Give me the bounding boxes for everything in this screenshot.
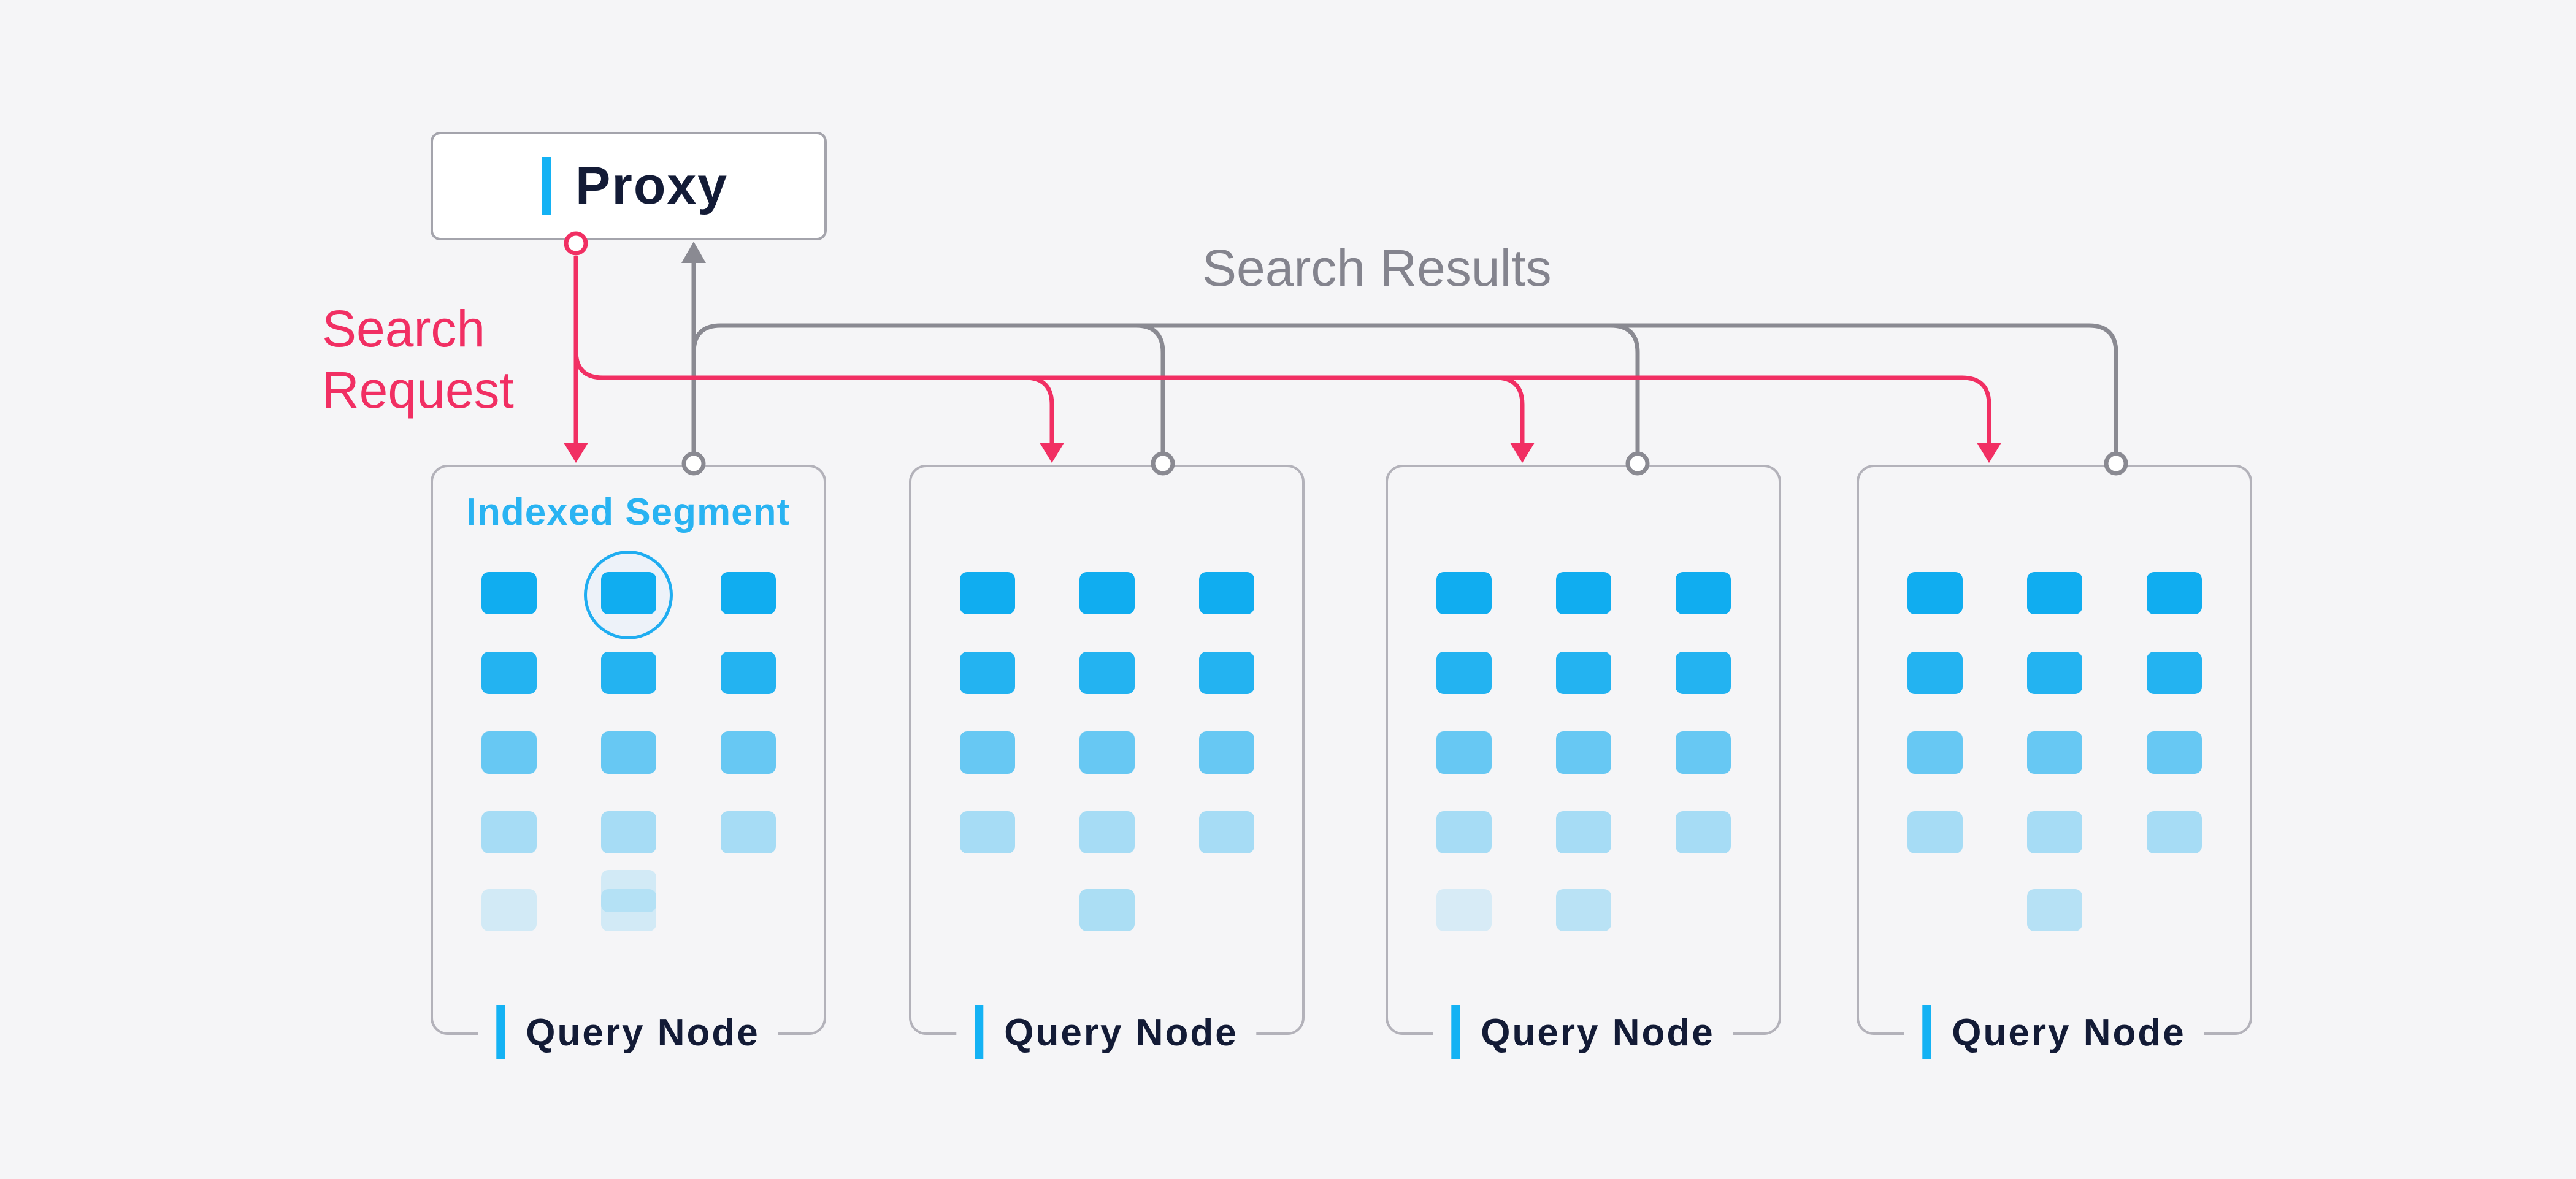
segment-square — [1436, 652, 1492, 694]
accent-bar-icon — [542, 157, 551, 215]
arrow-down-icon — [1040, 443, 1064, 463]
request-line — [573, 350, 1991, 443]
arrow-down-icon — [564, 443, 588, 463]
segment-square — [1079, 731, 1135, 774]
arrow-up-icon — [681, 242, 706, 263]
query-node-label-3: Query Node — [1433, 1005, 1733, 1059]
segment-square — [959, 572, 1015, 614]
request-line — [1024, 375, 1054, 443]
segment-square — [1675, 731, 1731, 774]
results-line — [1135, 323, 1165, 454]
segment-square — [959, 811, 1015, 853]
query-node-label-2: Query Node — [956, 1005, 1257, 1059]
segment-square — [720, 731, 776, 774]
segment-square — [600, 811, 656, 853]
search-request-caption: Search Request — [322, 300, 514, 419]
segment-square — [1079, 811, 1135, 853]
results-line — [1610, 323, 1640, 454]
segment-square — [2146, 731, 2202, 774]
segment-square — [1675, 572, 1731, 614]
segment-square — [1555, 652, 1611, 694]
proxy-label: Proxy — [575, 156, 729, 215]
segment-square — [1079, 572, 1135, 614]
segment-square — [481, 811, 537, 853]
segment-square — [1436, 889, 1492, 931]
segment-square — [1079, 889, 1135, 931]
accent-bar-icon — [496, 1005, 505, 1059]
segment-square — [2026, 889, 2082, 931]
segment-square — [1555, 889, 1611, 931]
segment-square — [1555, 572, 1611, 614]
segment-square — [1198, 572, 1254, 614]
request-line — [1495, 375, 1525, 443]
accent-bar-icon — [1451, 1005, 1460, 1059]
segment-square — [481, 731, 537, 774]
segment-square — [1198, 731, 1254, 774]
segment-square — [1555, 811, 1611, 853]
segment-square — [1675, 811, 1731, 853]
segment-square — [959, 731, 1015, 774]
segment-square — [600, 731, 656, 774]
segment-square — [1436, 572, 1492, 614]
segment-square — [1907, 731, 1963, 774]
accent-bar-icon — [1922, 1005, 1931, 1059]
segment-square — [1907, 652, 1963, 694]
arrow-down-icon — [1510, 443, 1535, 463]
query-node-label-1: Query Node — [478, 1005, 778, 1059]
segment-square — [1436, 731, 1492, 774]
segment-square — [720, 572, 776, 614]
segment-square — [720, 811, 776, 853]
arrow-down-icon — [1977, 443, 2001, 463]
segment-square — [959, 652, 1015, 694]
segment-square — [600, 889, 656, 931]
indexed-segment-label: Indexed Segment — [466, 491, 791, 533]
segment-square — [2026, 731, 2082, 774]
segment-square — [481, 889, 537, 931]
segment-square — [600, 572, 656, 614]
segment-square — [1907, 811, 1963, 853]
segment-square — [2026, 811, 2082, 853]
segment-square — [2146, 572, 2202, 614]
segment-square — [2146, 811, 2202, 853]
segment-square — [600, 652, 656, 694]
segment-square — [2026, 652, 2082, 694]
segment-square — [1675, 652, 1731, 694]
segment-square — [600, 870, 656, 912]
segment-square — [1907, 572, 1963, 614]
segment-square — [720, 652, 776, 694]
segment-square — [1079, 652, 1135, 694]
segment-square — [1436, 811, 1492, 853]
query-node-label-4: Query Node — [1904, 1005, 2204, 1059]
segment-square — [481, 572, 537, 614]
segment-square — [2026, 572, 2082, 614]
segment-square — [1198, 652, 1254, 694]
proxy-box: Proxy — [431, 132, 827, 240]
segment-square — [2146, 652, 2202, 694]
segment-square — [481, 652, 537, 694]
results-line — [691, 323, 2118, 454]
search-results-caption: Search Results — [1202, 239, 1552, 297]
segment-square — [1198, 811, 1254, 853]
segment-square — [1555, 731, 1611, 774]
accent-bar-icon — [975, 1005, 984, 1059]
